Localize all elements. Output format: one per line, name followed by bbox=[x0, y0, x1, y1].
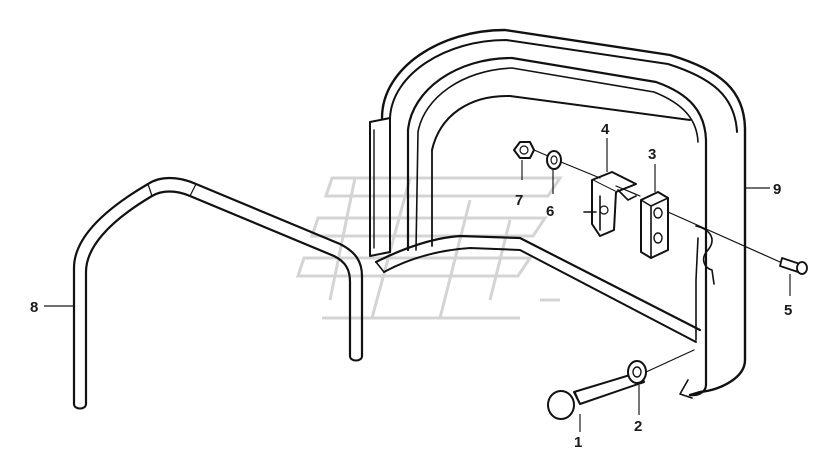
handle-part bbox=[72, 176, 364, 410]
svg-text:4: 4 bbox=[601, 121, 610, 138]
svg-text:1: 1 bbox=[574, 434, 582, 451]
callout-2: 2 bbox=[634, 385, 642, 435]
screw-part bbox=[779, 257, 808, 275]
callout-9: 9 bbox=[744, 181, 781, 198]
svg-text:5: 5 bbox=[784, 302, 792, 319]
callout-8: 8 bbox=[30, 299, 74, 316]
svg-text:8: 8 bbox=[30, 299, 38, 316]
svg-text:6: 6 bbox=[546, 203, 554, 220]
callout-3: 3 bbox=[648, 146, 656, 192]
callout-4: 4 bbox=[601, 121, 610, 172]
nut-part bbox=[513, 141, 535, 159]
svg-text:2: 2 bbox=[634, 418, 642, 435]
svg-text:3: 3 bbox=[648, 146, 656, 163]
callout-7: 7 bbox=[515, 160, 523, 209]
cover-part bbox=[369, 28, 747, 399]
callout-6: 6 bbox=[546, 170, 554, 220]
bolt-part bbox=[547, 371, 645, 420]
callout-1: 1 bbox=[574, 414, 582, 451]
svg-text:7: 7 bbox=[515, 192, 523, 209]
svg-text:9: 9 bbox=[773, 181, 781, 198]
callout-5: 5 bbox=[784, 274, 792, 319]
bracket-part bbox=[583, 171, 637, 237]
assembly-lines bbox=[533, 149, 781, 373]
block-part bbox=[640, 191, 669, 259]
washer-6-part bbox=[546, 150, 562, 170]
washer-2-part bbox=[627, 360, 647, 384]
